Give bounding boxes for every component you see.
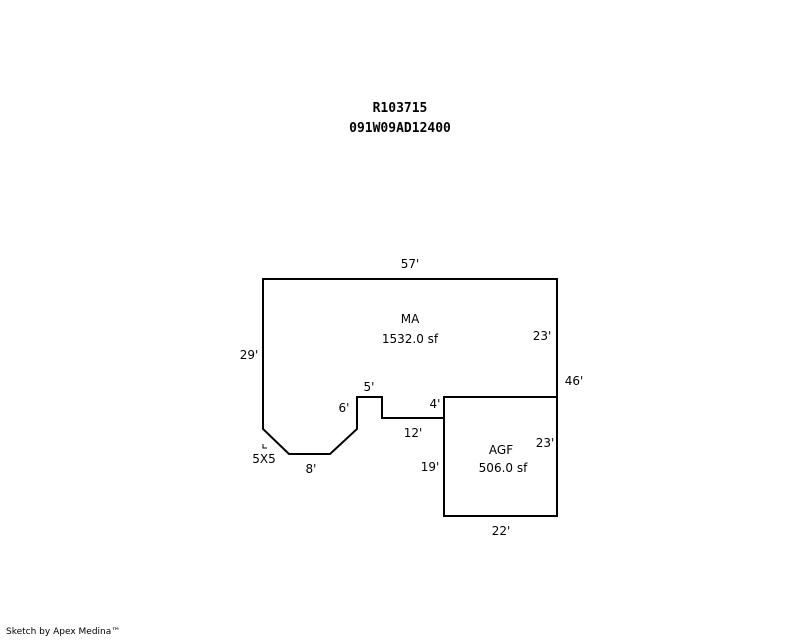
dim-notch-side: 6' — [339, 401, 350, 415]
dim-bottom: 8' — [306, 462, 317, 476]
parcel-number: 091W09AD12400 — [349, 121, 451, 136]
dim-garage-right: 23' — [536, 436, 555, 450]
garage-area-code: AGF — [489, 443, 513, 457]
main-area-size: 1532.0 sf — [382, 332, 439, 346]
dim-left: 29' — [240, 348, 259, 362]
dim-garage-bottom: 22' — [492, 524, 511, 538]
garage-area-size: 506.0 sf — [479, 461, 528, 475]
dim-right-upper: 23' — [533, 329, 552, 343]
dim-notch-top: 5' — [364, 380, 375, 394]
sketch-credit: Sketch by Apex Medina™ — [6, 627, 121, 637]
dim-right-total: 46' — [565, 374, 584, 388]
garage-outline — [443, 396, 558, 517]
account-number: R103715 — [372, 101, 428, 116]
dim-garage-left: 19' — [421, 460, 440, 474]
dim-connector: 12' — [404, 426, 423, 440]
main-area-code: MA — [401, 312, 420, 326]
dim-step: 4' — [430, 397, 441, 411]
dim-corner: 5X5 — [252, 452, 276, 466]
corner-mark — [262, 444, 267, 449]
dim-top: 57' — [401, 257, 420, 271]
